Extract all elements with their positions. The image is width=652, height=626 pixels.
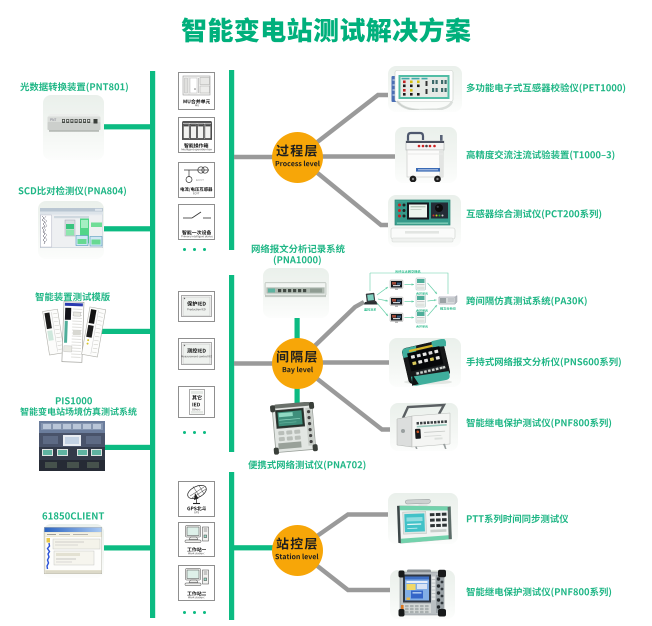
svg-text:PNT: PNT — [50, 118, 56, 122]
svg-text:ECVT: ECVT — [196, 178, 204, 182]
